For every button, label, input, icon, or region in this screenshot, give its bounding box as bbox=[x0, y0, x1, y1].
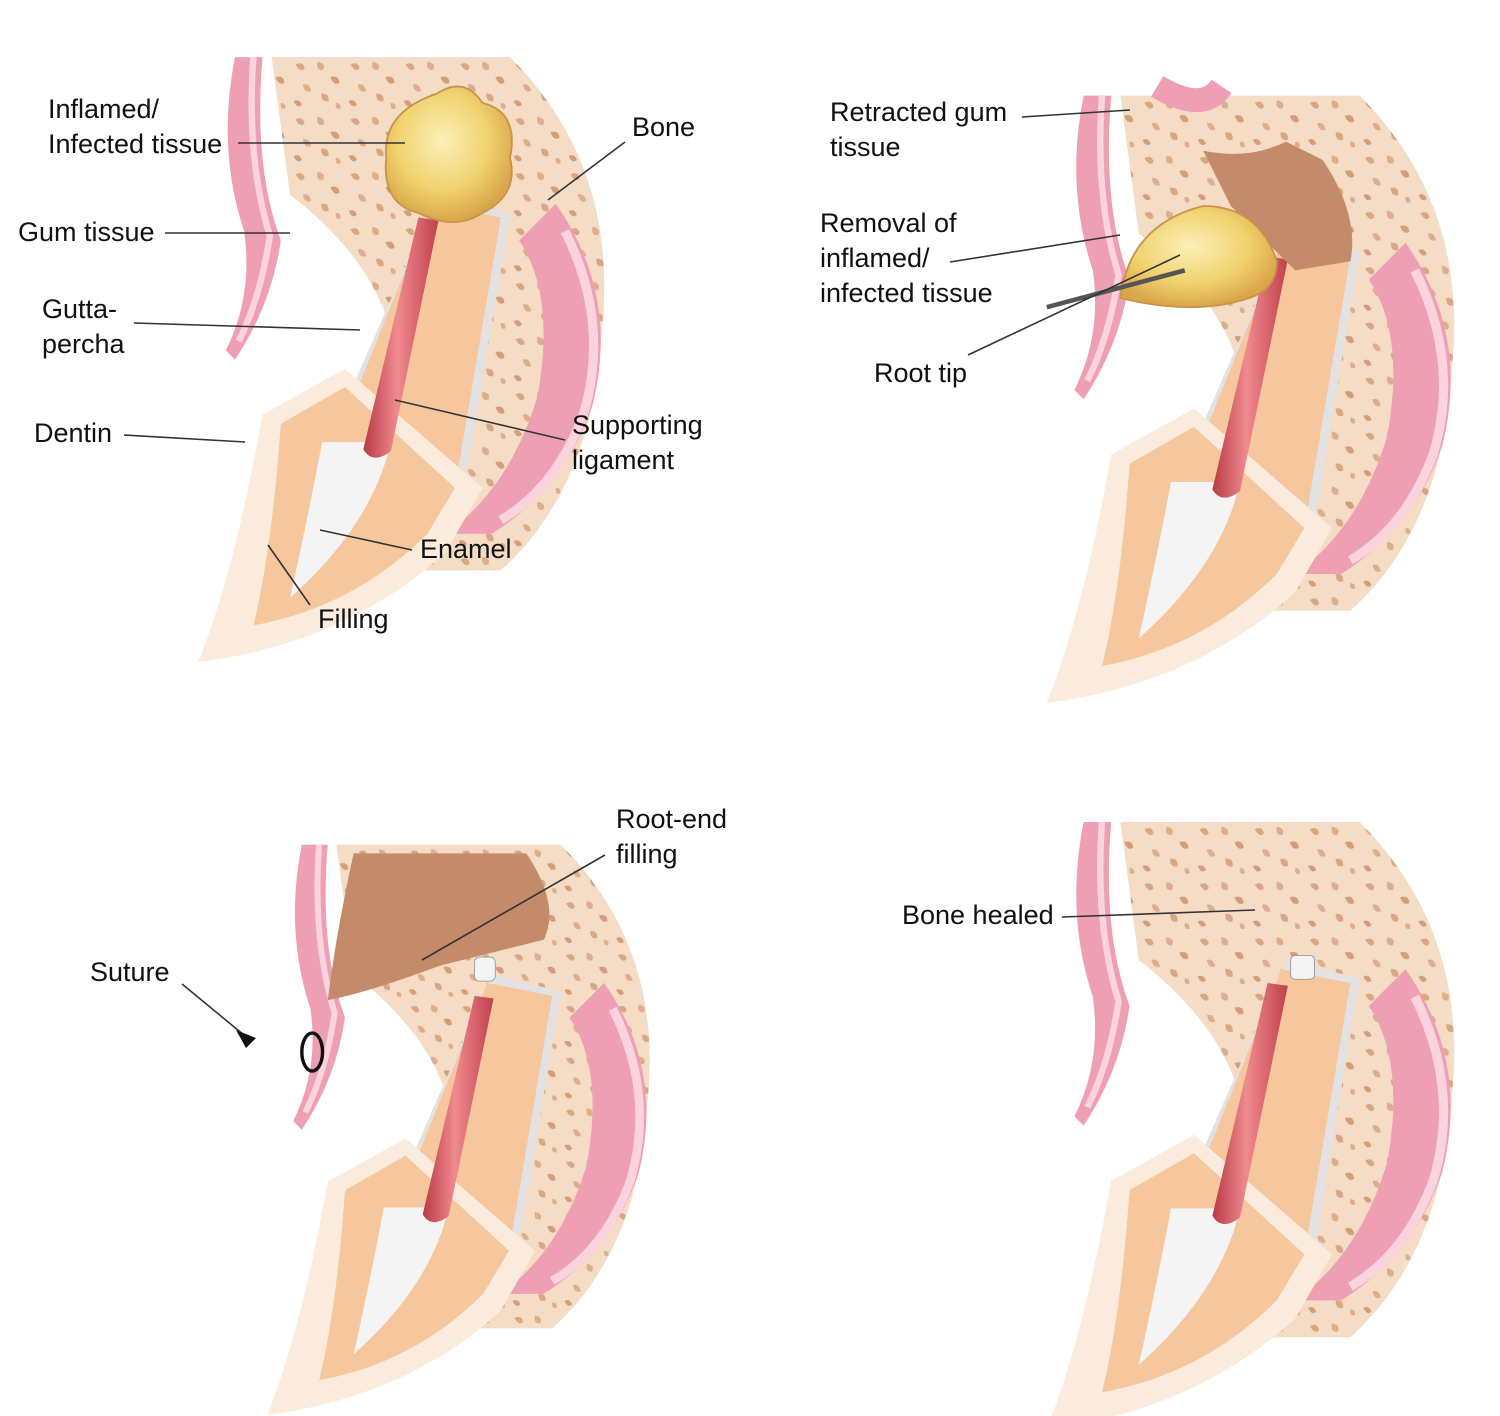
infected-tissue bbox=[384, 85, 513, 223]
label-line: Retracted gum bbox=[830, 97, 1008, 127]
bone-cavity bbox=[1203, 141, 1353, 271]
tooth-illustration-3 bbox=[250, 730, 630, 1400]
label-line: filling bbox=[616, 839, 678, 869]
panel-tissue-removal bbox=[1010, 60, 1470, 720]
label-line: Supporting bbox=[572, 410, 703, 440]
retracted-gum bbox=[1151, 75, 1232, 112]
label-line: Inflamed/ bbox=[48, 94, 160, 124]
label-dentin: Dentin bbox=[34, 418, 113, 448]
label-line: Removal of bbox=[820, 208, 957, 238]
suture bbox=[300, 1031, 325, 1073]
panel-root-end-filling bbox=[250, 730, 630, 1400]
tooth-illustration-1 bbox=[180, 30, 620, 680]
tooth-illustration-2 bbox=[1010, 75, 1470, 720]
label-inflamed-tissue: Inflamed/ Infected tissue bbox=[48, 92, 222, 162]
label-line: ligament bbox=[572, 445, 675, 475]
label-line: Gutta- bbox=[42, 294, 118, 324]
label-gutta-percha: Gutta- percha bbox=[42, 292, 125, 362]
label-line: percha bbox=[42, 329, 125, 359]
label-supporting-ligament: Supporting ligament bbox=[572, 408, 703, 478]
label-gum-tissue: Gum tissue bbox=[18, 217, 155, 247]
root-end-filling bbox=[474, 956, 496, 982]
panel-before-surgery bbox=[180, 30, 620, 680]
label-line: inflamed/ bbox=[820, 243, 930, 273]
root-end-filling bbox=[1290, 954, 1315, 980]
label-root-end-filling: Root-end filling bbox=[616, 802, 727, 872]
label-suture: Suture bbox=[90, 957, 170, 987]
label-enamel: Enamel bbox=[420, 534, 512, 564]
panel-healed bbox=[1010, 740, 1470, 1410]
tooth-illustration-4 bbox=[1010, 740, 1470, 1410]
label-removal-tissue: Removal of inflamed/ infected tissue bbox=[820, 206, 993, 311]
label-bone-healed: Bone healed bbox=[902, 900, 1054, 930]
label-line: tissue bbox=[830, 132, 901, 162]
label-filling: Filling bbox=[318, 604, 389, 634]
label-line: Infected tissue bbox=[48, 129, 223, 159]
label-line: infected tissue bbox=[820, 278, 993, 308]
label-bone: Bone bbox=[632, 112, 696, 142]
label-line: Root-end bbox=[616, 804, 728, 834]
label-retracted-gum: Retracted gum tissue bbox=[830, 95, 1007, 165]
label-root-tip: Root tip bbox=[874, 358, 968, 388]
